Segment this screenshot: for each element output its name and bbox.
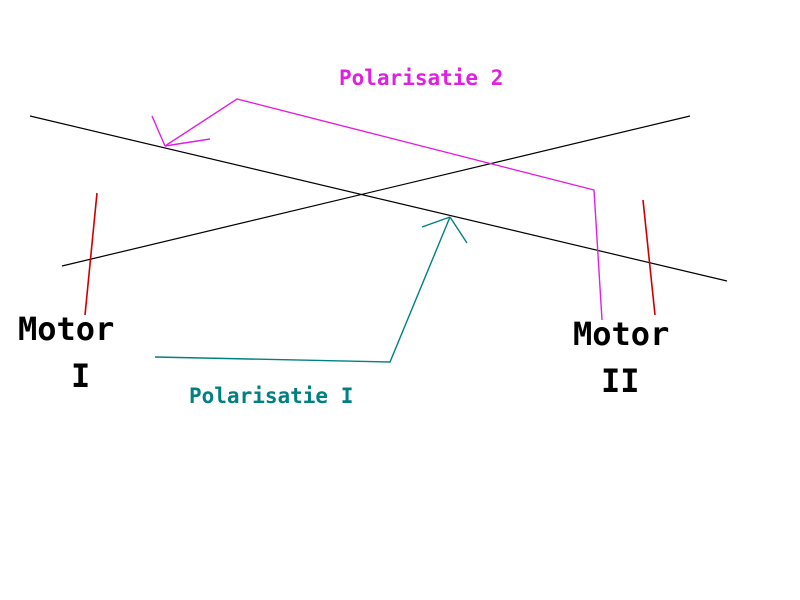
- polarisation-1-arrowhead-left: [421, 216, 451, 228]
- polarisation-2-arrowhead-right: [164, 138, 211, 147]
- polarisation-1-path: [154, 216, 451, 363]
- motor-2-name: Motor: [573, 315, 669, 353]
- polarisation-2-label: Polarisatie 2: [339, 66, 503, 90]
- motor-2-number: II: [601, 362, 640, 400]
- motor-1-number: I: [71, 357, 90, 395]
- motor-1-mark: [84, 192, 98, 316]
- polarisation-1-arrowhead-right: [449, 216, 468, 244]
- motor-1-name: Motor: [18, 310, 114, 348]
- crossing-line-descending: [29, 115, 728, 282]
- polarisation-2-path: [164, 98, 603, 321]
- polarisation-1-label: Polarisatie I: [189, 384, 353, 408]
- crossing-line-ascending: [61, 115, 691, 267]
- polarisation-2-arrowhead-left: [151, 115, 166, 147]
- motor-2-mark: [642, 199, 656, 316]
